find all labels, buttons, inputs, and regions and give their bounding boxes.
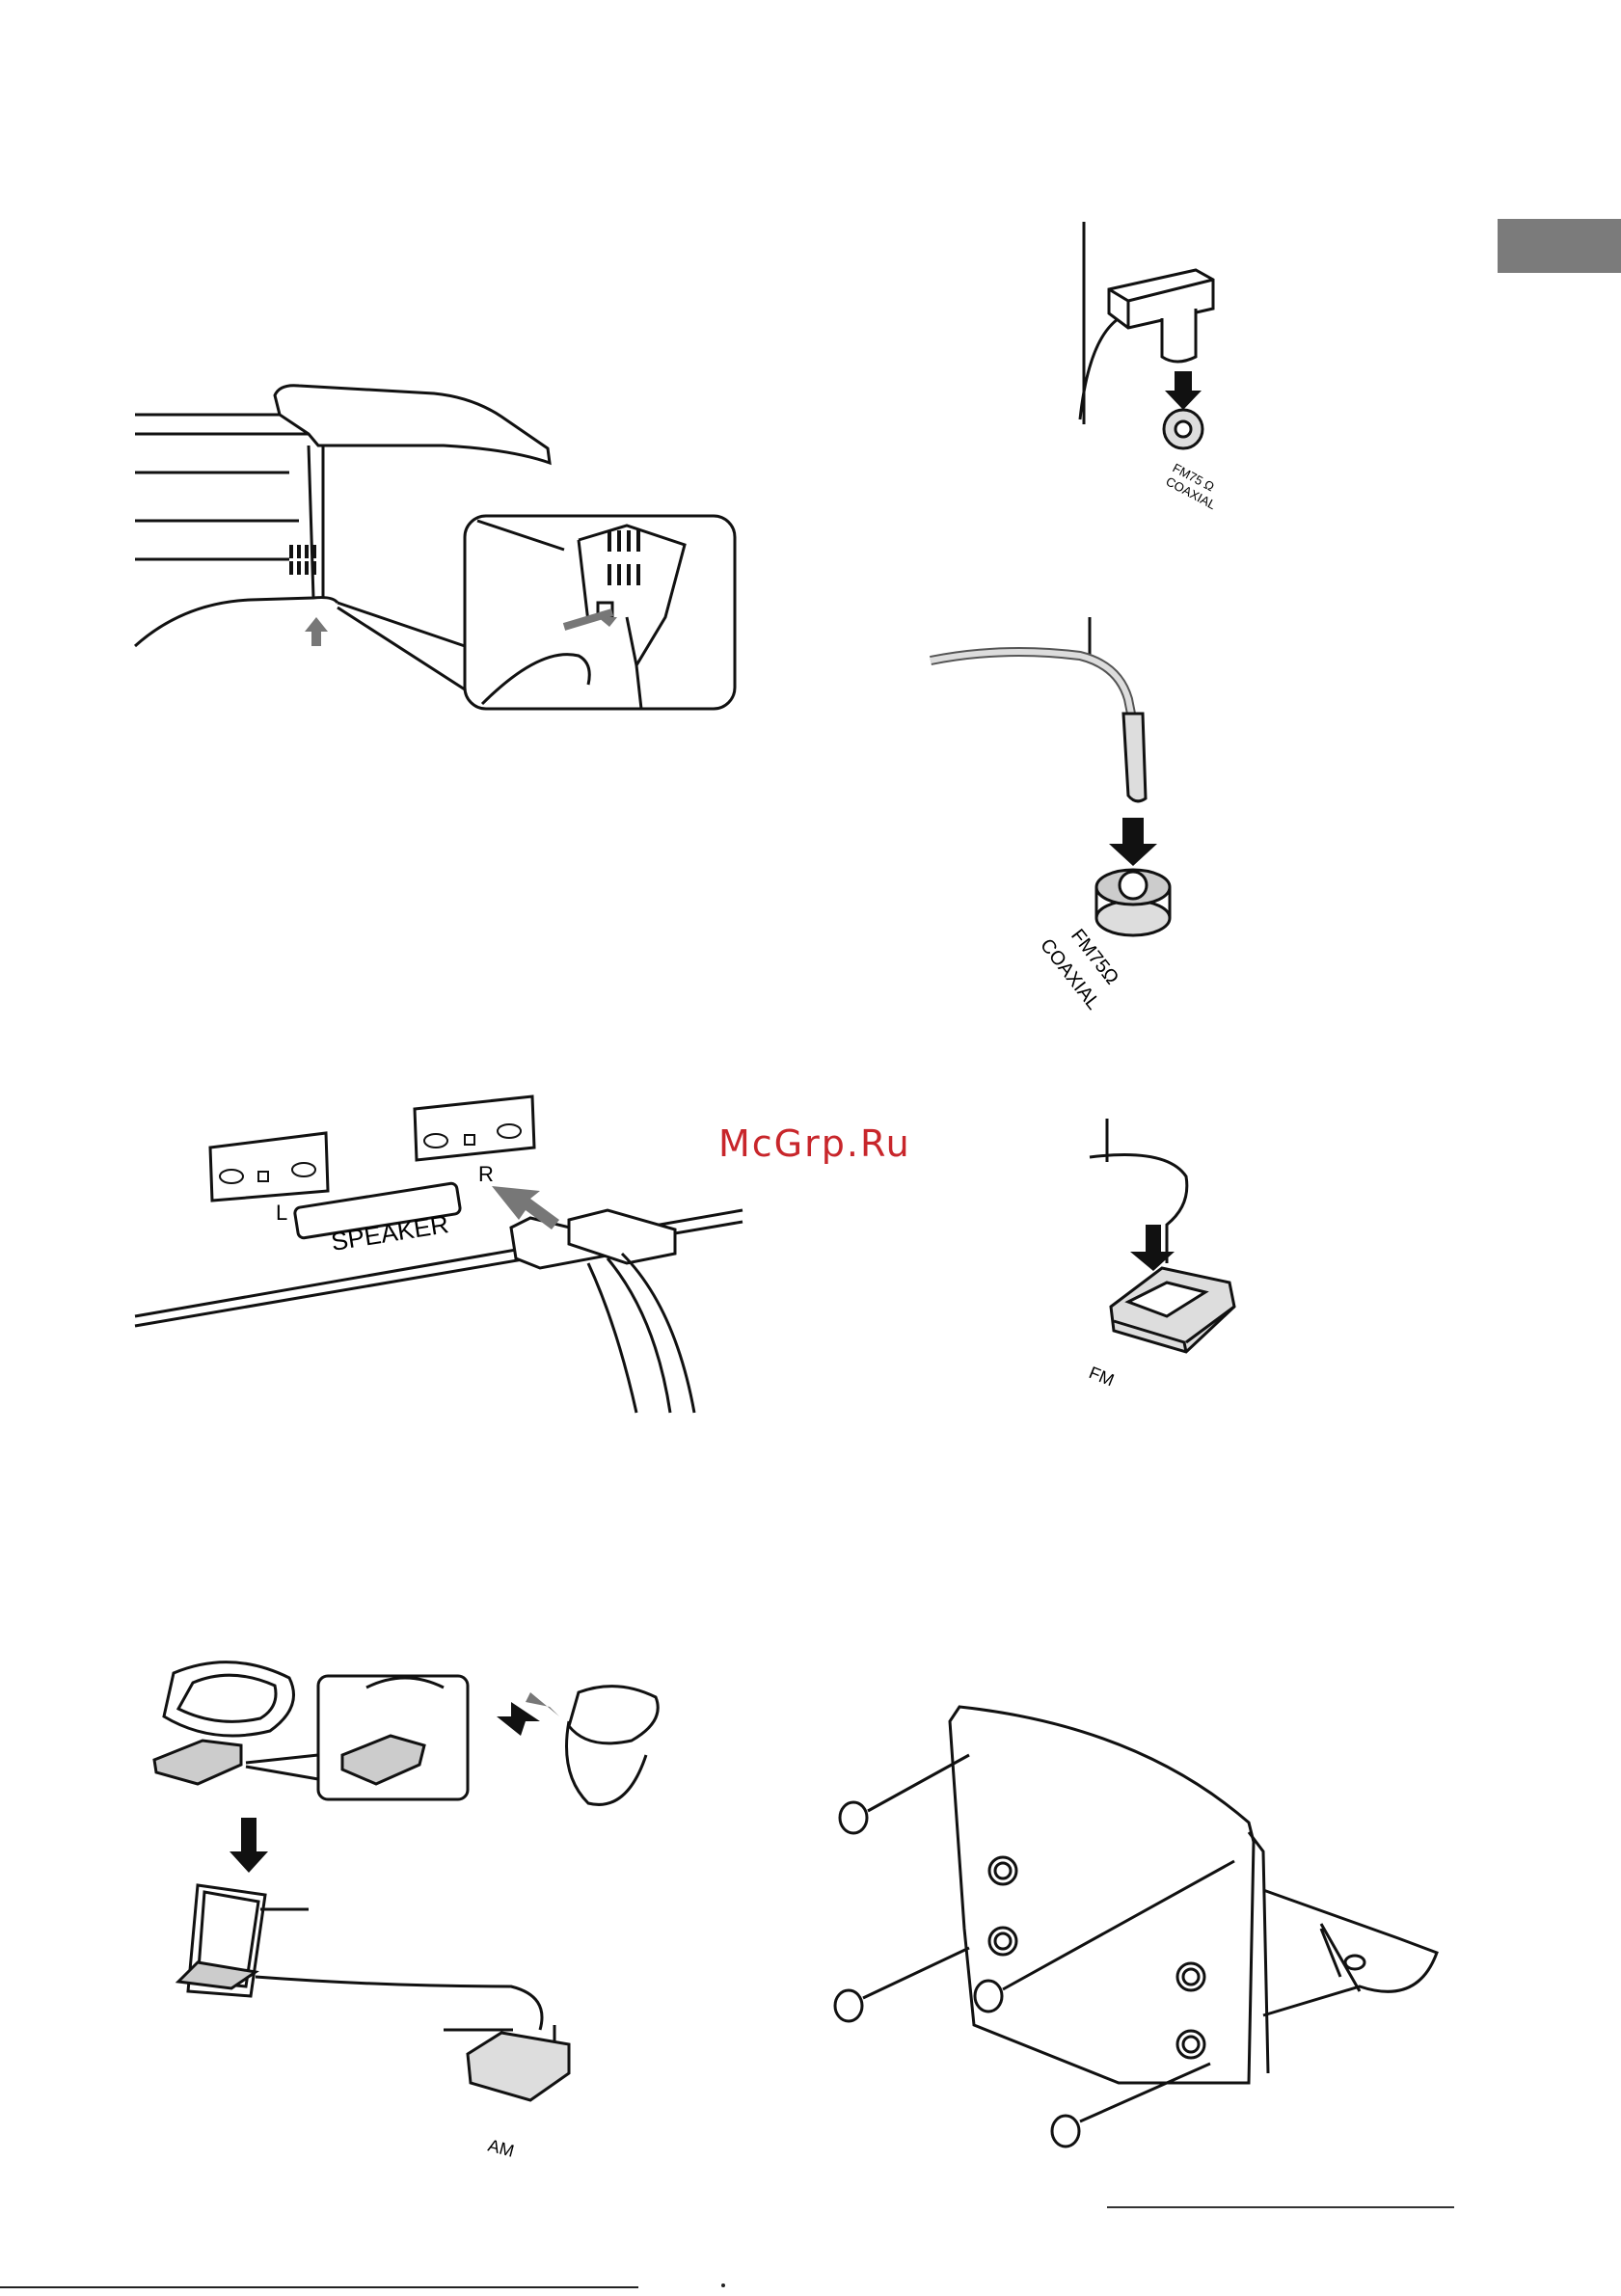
am-terminal-label: AM — [486, 2136, 516, 2161]
page-bottom-mark — [721, 2283, 725, 2287]
figure-fm-wire-terminal: FM — [1070, 1119, 1283, 1398]
page-bottom-rule — [0, 2286, 638, 2288]
figure-fm-coaxial-large: FM75Ω COAXIAL — [926, 617, 1234, 1003]
figure-fm-coaxial-small: FM75 Ω COAXIAL — [1051, 222, 1302, 511]
figure-cable-clip — [125, 357, 743, 723]
figure-speaker-terminals: L R SPEAKER — [135, 1085, 752, 1432]
speaker-right-label: R — [478, 1162, 494, 1186]
figure-am-loop-antenna: AM — [145, 1649, 743, 2208]
footer-divider — [1107, 2206, 1454, 2208]
figure-stand-foot-pads — [820, 1697, 1514, 2179]
speaker-left-label: L — [276, 1201, 287, 1225]
speaker-terminal-label: SPEAKER — [329, 1209, 450, 1256]
fm-terminal-label: FM — [1087, 1363, 1118, 1390]
section-tab-marker — [1498, 219, 1621, 273]
